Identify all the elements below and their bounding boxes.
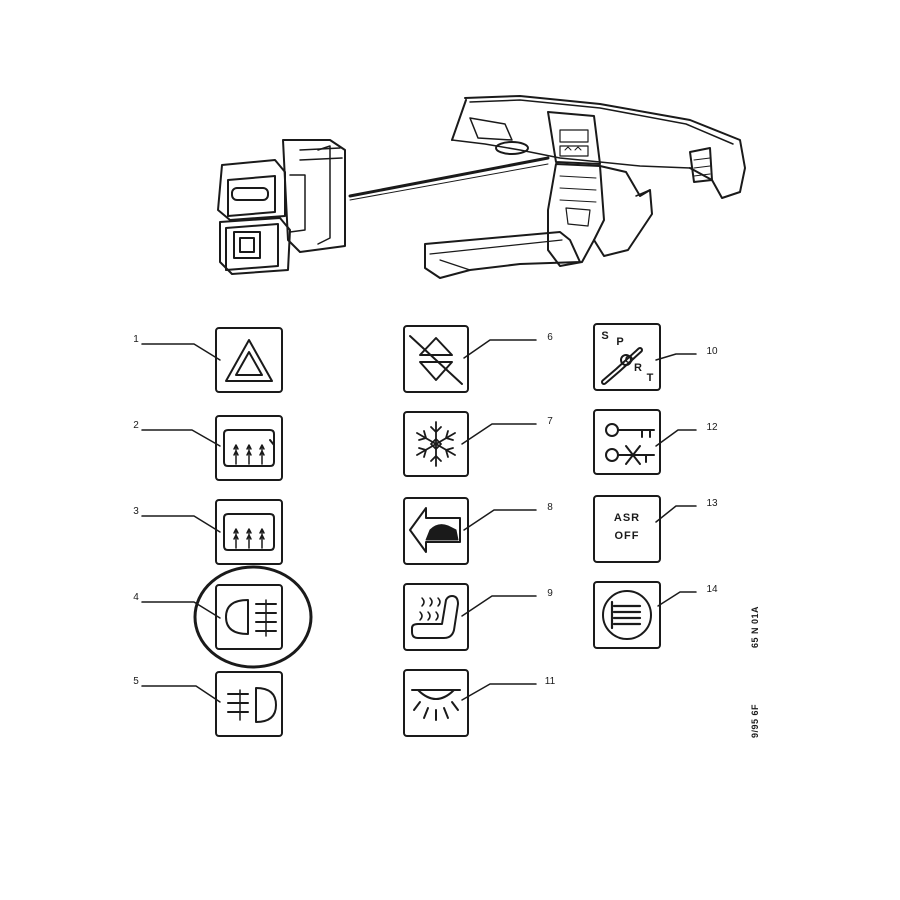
callout-11: 11 [544,676,556,687]
callout-8: 8 [547,502,553,513]
button-5-rear-fog-lamp [215,671,283,737]
switch-module-illustration [217,139,550,275]
button-4-front-fog-lamp [215,584,283,650]
callout-7: 7 [547,416,553,427]
callout-12: 12 [706,422,718,433]
asr-label-line1: ASR [613,512,641,524]
asr-label-line2: OFF [614,530,640,542]
button-6-level-control [403,325,469,393]
button-1-hazard [215,327,283,393]
sport-letter-s: S [601,330,609,342]
callout-5: 5 [133,676,139,687]
highlight-circle [193,565,313,669]
callout-9: 9 [547,588,553,599]
button-10-sport [593,323,661,391]
callout-14: 14 [706,584,718,595]
button-3-rear-defroster [215,499,283,565]
callout-4: 4 [133,592,139,603]
button-9-seat-heating [403,583,469,651]
callout-6: 6 [547,332,553,343]
button-12-central-locking [593,409,661,475]
side-code-part-number: 65 N 01A [750,605,761,649]
callout-3: 3 [133,506,139,517]
button-7-snowflake [403,411,469,477]
button-2-rear-defroster [215,415,283,481]
button-14-rear-fog-circle [593,581,661,649]
button-8-recirculation [403,497,469,565]
sport-letter-t: T [646,372,654,384]
sport-letter-p: P [616,336,624,348]
callout-2: 2 [133,420,139,431]
dashboard-console-illustration [424,95,746,279]
callout-13: 13 [706,498,718,509]
button-13-asr-off [593,495,661,563]
side-code-date: 9/95 6F [750,703,761,739]
button-11-interior-light [403,669,469,737]
sport-letter-r: R [634,362,642,374]
callout-1: 1 [133,334,139,345]
leader-lines [141,339,697,703]
sport-letter-o: O [624,354,634,366]
callout-10: 10 [706,346,718,357]
